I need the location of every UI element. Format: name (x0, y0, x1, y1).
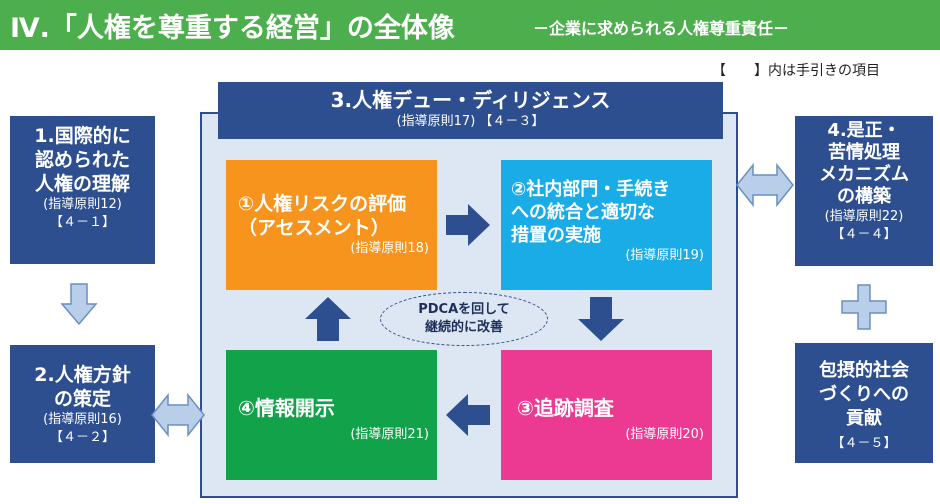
step-title: ④情報開示 (238, 396, 335, 420)
double-arrow-right-icon (736, 162, 794, 208)
step-title: ③追跡調査 (517, 396, 614, 420)
step-disclosure: ④情報開示 (指導原則21) (226, 350, 437, 480)
step-ref: (指導原則18) (350, 241, 429, 256)
box-item: 【４－４】 (831, 227, 897, 242)
pdca-cycle-label: PDCAを回して 継続的に改善 (380, 292, 548, 346)
arrow-left-icon (446, 394, 490, 436)
arrow-right-icon (446, 204, 490, 246)
step-ref: (指導原則19) (625, 248, 704, 263)
due-diligence-ref: (指導原則17) 【４－３】 (396, 114, 545, 129)
step-title: ①人権リスクの評価 （アセスメント） (238, 193, 407, 239)
box-human-rights-understanding: 1.国際的に 認められた 人権の理解 (指導原則12) 【４－１】 (10, 116, 155, 264)
page-title: Ⅳ.「人権を尊重する経営」の全体像 (10, 13, 455, 44)
step-title: ②社内部門・手続き への統合と適切な 措置の実施 (511, 179, 671, 246)
box-ref: (指導原則16) (43, 412, 122, 427)
step-integration-action: ②社内部門・手続き への統合と適切な 措置の実施 (指導原則19) (501, 160, 712, 290)
box-title: 2.人権方針 の策定 (34, 364, 131, 410)
step-ref: (指導原則20) (625, 427, 704, 442)
due-diligence-title: 3.人権デュー・ディリジェンス (指導原則17) 【４－３】 (218, 82, 723, 139)
arrow-down-icon (578, 297, 624, 341)
box-human-rights-policy: 2.人権方針 の策定 (指導原則16) 【４－２】 (10, 345, 155, 463)
box-title: 包摂的社会 づくりへの 貢献 (819, 360, 909, 429)
arrow-up-icon (305, 297, 351, 341)
legend-note: 【 】内は手引きの項目 (712, 63, 880, 79)
double-arrow-left-icon (151, 392, 205, 438)
box-item: 【４－５】 (831, 436, 897, 451)
box-title: 1.国際的に 認められた 人権の理解 (34, 125, 131, 195)
header-bar: Ⅳ.「人権を尊重する経営」の全体像 －企業に求められる人権尊重責任－ (0, 0, 940, 50)
step-ref: (指導原則21) (350, 427, 429, 442)
box-item: 【４－２】 (49, 430, 115, 445)
due-diligence-title-text: 3.人権デュー・ディリジェンス (330, 88, 611, 112)
box-ref: (指導原則22) (824, 209, 904, 224)
box-inclusive-society: 包摂的社会 づくりへの 貢献 【４－５】 (795, 343, 933, 463)
box-remedy-mechanism: 4.是正・ 苦情処理 メカニズム の構築 (指導原則22) 【４－４】 (795, 116, 933, 266)
box-title: 4.是正・ 苦情処理 メカニズム の構築 (819, 120, 909, 207)
box-item: 【４－１】 (49, 215, 115, 230)
box-ref: (指導原則12) (43, 197, 122, 212)
step-tracking: ③追跡調査 (指導原則20) (501, 350, 712, 480)
page-subtitle: －企業に求められる人権尊重責任－ (533, 19, 790, 38)
arrow-down-light-icon (60, 283, 98, 326)
plus-icon (841, 284, 887, 330)
step-risk-assessment: ①人権リスクの評価 （アセスメント） (指導原則18) (226, 160, 437, 290)
